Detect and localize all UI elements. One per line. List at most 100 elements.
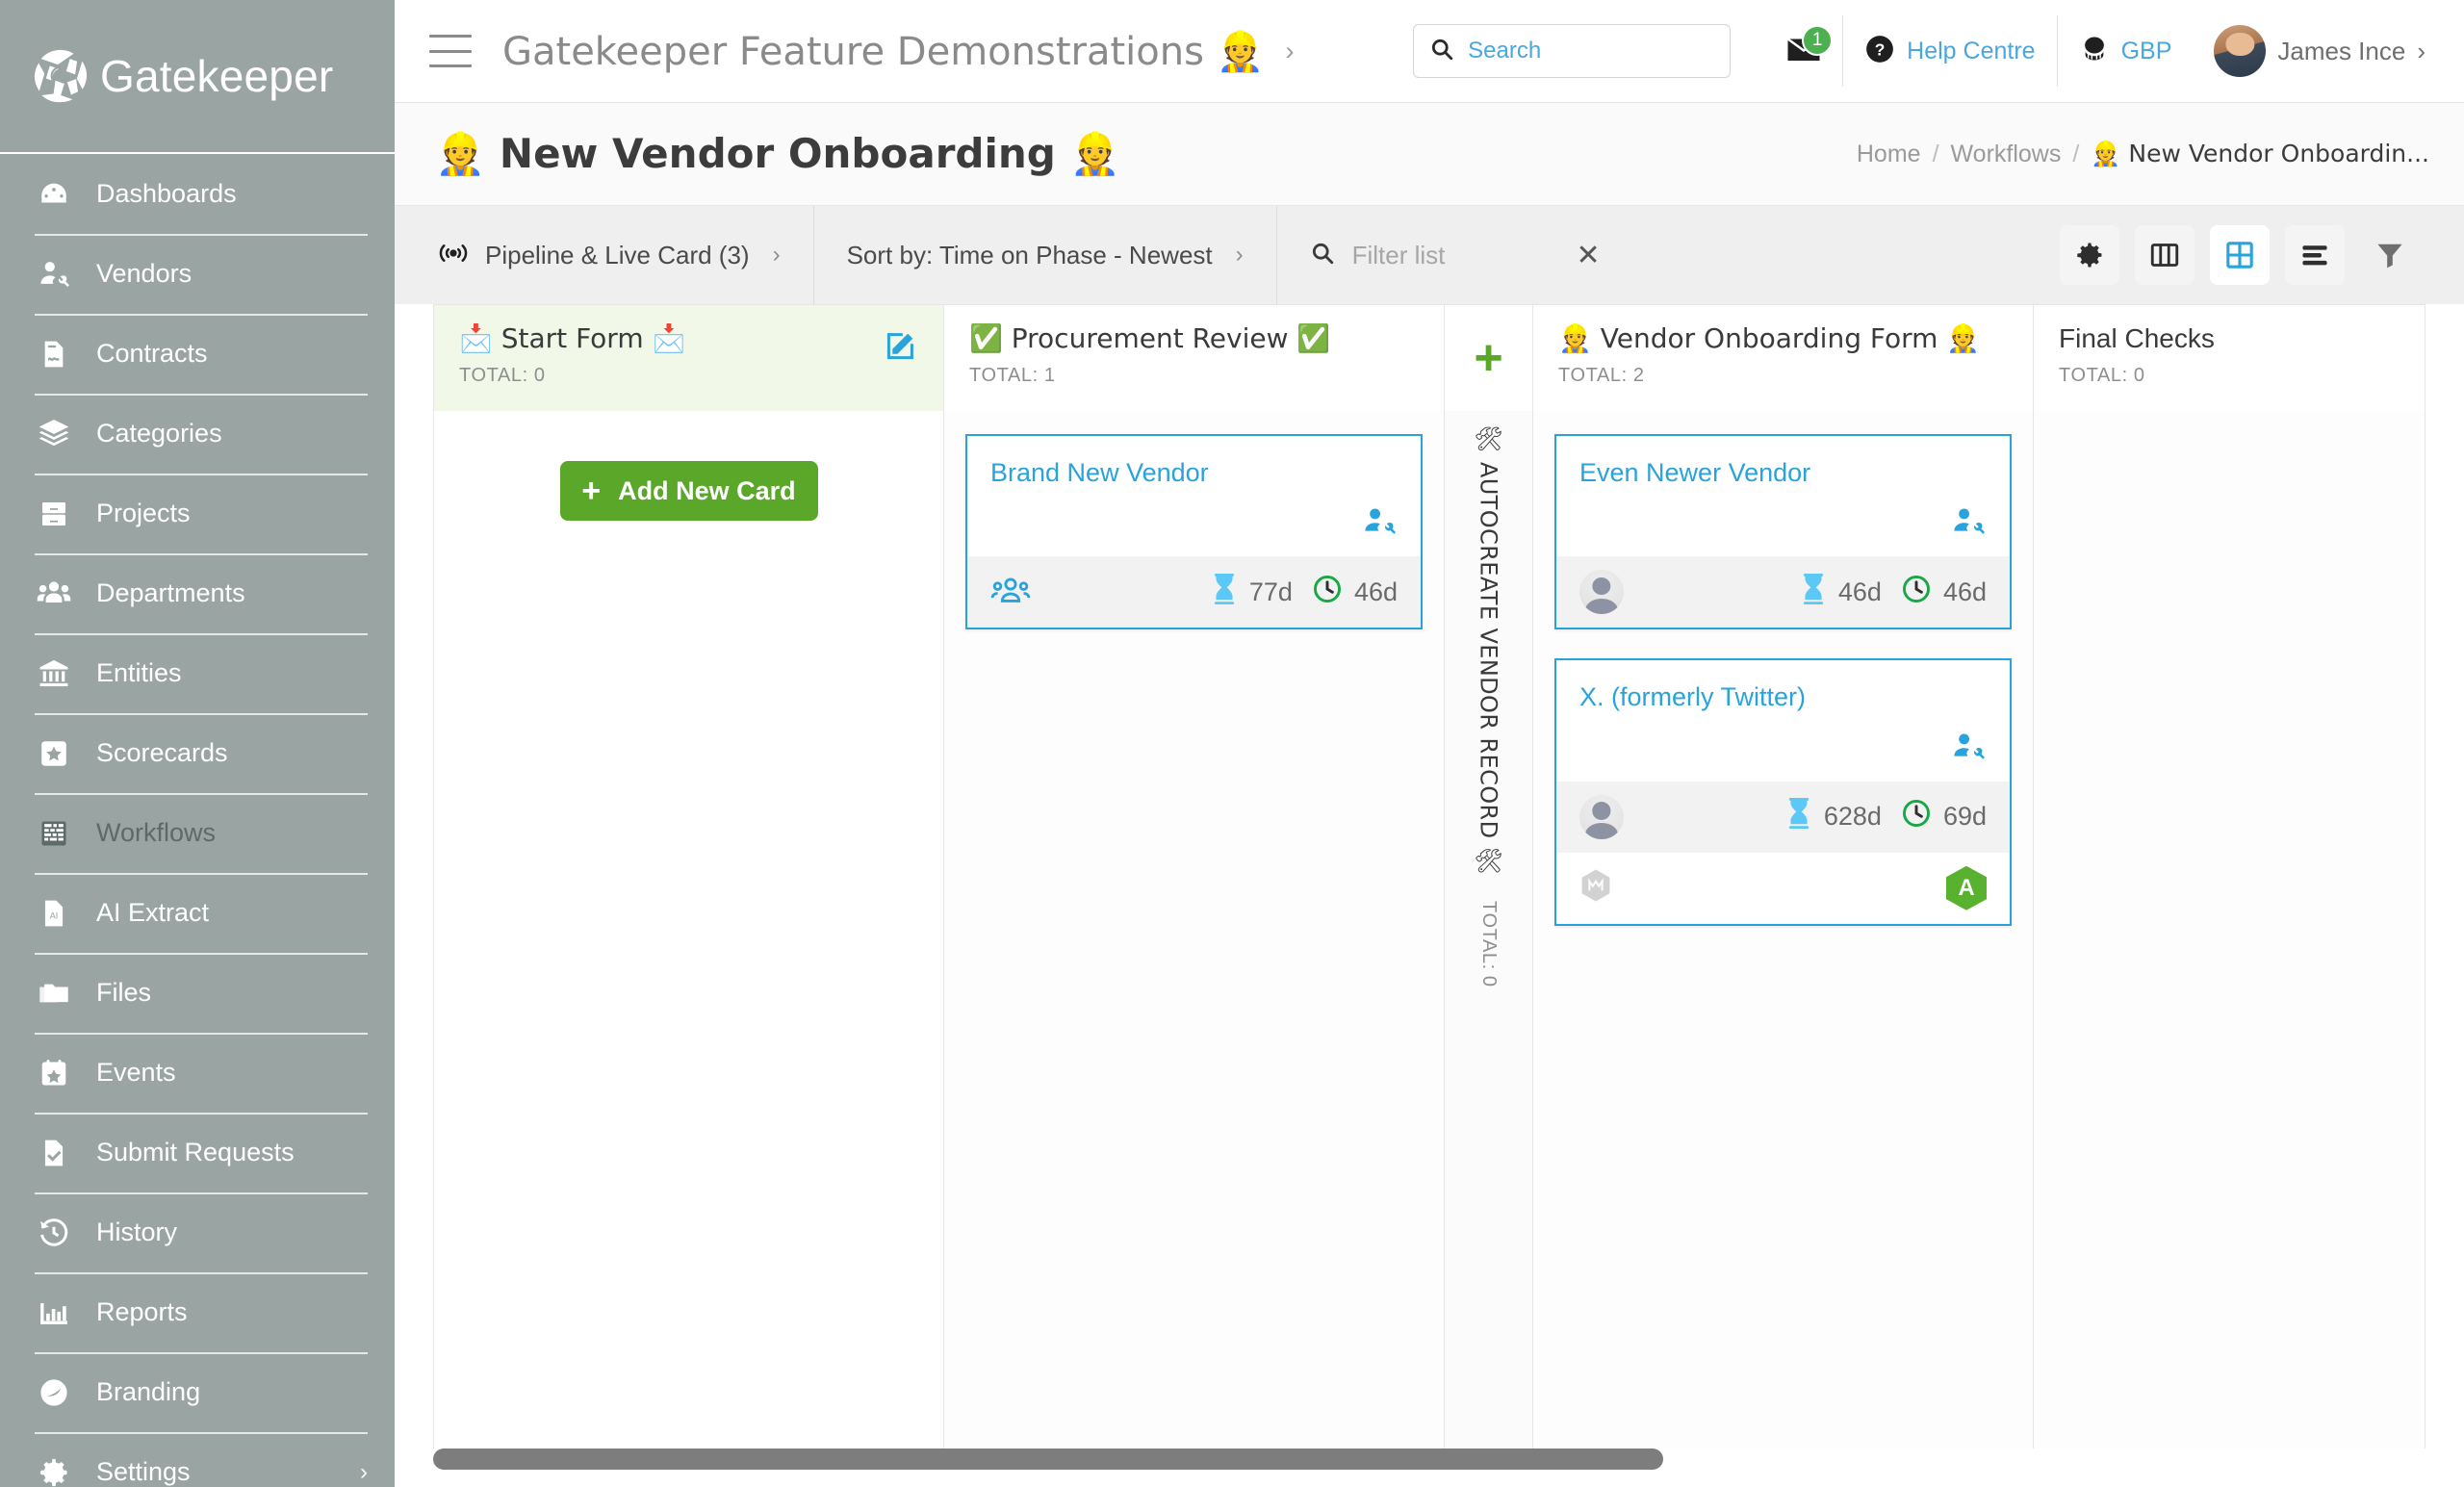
card-top: Even Newer Vendor	[1556, 436, 2010, 556]
kanban-card[interactable]: Brand New Vendor	[965, 434, 1423, 630]
sort-label: Sort by: Time on Phase - Newest	[846, 240, 1213, 269]
search-input[interactable]: Search	[1413, 24, 1732, 78]
scrollbar-thumb[interactable]	[433, 1449, 1663, 1470]
sidebar-item-label: Categories	[96, 419, 222, 448]
edit-pencil-icon[interactable]	[884, 322, 918, 411]
hamburger-menu-icon[interactable]	[429, 35, 472, 67]
sidebar-item-files[interactable]: Files	[0, 953, 395, 1033]
filter-funnel-button[interactable]	[2360, 225, 2420, 285]
plus-icon: +	[581, 473, 602, 509]
breadcrumb: Home / Workflows / 👷 New Vendor Onboardi…	[1857, 140, 2429, 168]
sidebar-item-workflows[interactable]: Workflows	[0, 793, 395, 873]
help-circle-icon: ?	[1864, 34, 1895, 69]
columns-view-button[interactable]	[2135, 225, 2194, 285]
top-bar-right: Search 1 ? Help Centre GBP	[1413, 0, 2464, 103]
metric-time-on-phase: 46d	[1312, 574, 1398, 611]
sidebar-item-events[interactable]: Events	[0, 1033, 395, 1113]
document-check-icon	[35, 1138, 73, 1168]
sidebar-item-ai-extract[interactable]: AI AI Extract	[0, 873, 395, 953]
card-top-icons	[1579, 488, 1987, 543]
list-view-button[interactable]	[2285, 225, 2345, 285]
user-menu-button[interactable]: James Ince ›	[2193, 15, 2464, 87]
hourglass-icon	[1211, 573, 1238, 611]
card-title[interactable]: Brand New Vendor	[990, 458, 1209, 487]
grid-view-button[interactable]	[2210, 225, 2270, 285]
sidebar-item-dashboards[interactable]: Dashboards	[0, 154, 395, 234]
vendor-user-tools-icon[interactable]	[1952, 731, 1987, 768]
chevron-right-icon[interactable]: ›	[1285, 36, 1295, 65]
sidebar-item-label: Vendors	[96, 259, 192, 288]
card-title[interactable]: Even Newer Vendor	[1579, 458, 1811, 487]
column-header: 📩 Start Form 📩 TOTAL: 0	[434, 305, 943, 411]
avatar-placeholder-icon	[1579, 570, 1624, 615]
card-top-icons	[990, 488, 1398, 543]
card-meta-row: 77d 46d	[967, 556, 1421, 628]
sidebar-item-history[interactable]: History	[0, 1192, 395, 1272]
add-new-card-button[interactable]: + Add New Card	[559, 461, 818, 521]
kanban-card[interactable]: X. (formerly Twitter)	[1554, 658, 2012, 926]
sidebar-item-label: Contracts	[96, 339, 208, 368]
close-icon[interactable]: ✕	[1576, 239, 1601, 271]
sidebar-item-label: Scorecards	[96, 738, 228, 767]
search-icon	[1310, 241, 1335, 270]
column-total: TOTAL: 0	[459, 364, 546, 386]
metric-time-total: 46d	[1800, 573, 1882, 611]
metric-value: 77d	[1248, 577, 1293, 606]
sidebar-item-label: Departments	[96, 578, 245, 607]
sidebar-item-submit-requests[interactable]: Submit Requests	[0, 1113, 395, 1192]
kanban-column-procurement-review: ✅ Procurement Review ✅ TOTAL: 1 Brand Ne…	[944, 305, 1445, 1450]
sidebar-item-label: Projects	[96, 499, 191, 527]
metric-value: 46d	[1942, 577, 1987, 606]
breadcrumb-home[interactable]: Home	[1856, 140, 1921, 167]
coins-icon	[2079, 35, 2110, 68]
column-title: 🛠 AUTOCREATE VENDOR RECORD 🛠	[1475, 424, 1502, 877]
pipeline-live-card-selector[interactable]: Pipeline & Live Card (3) ›	[395, 206, 814, 304]
kanban-card[interactable]: Even Newer Vendor	[1554, 434, 2012, 630]
kanban-board: 📩 Start Form 📩 TOTAL: 0 + Add New Card	[433, 304, 2426, 1450]
currency-button[interactable]: GBP	[2056, 15, 2194, 87]
vendor-user-tools-icon[interactable]	[1952, 505, 1987, 543]
settings-gear-button[interactable]	[2060, 225, 2119, 285]
add-new-card-label: Add New Card	[618, 475, 796, 505]
column-body: 🛠 AUTOCREATE VENDOR RECORD 🛠 TOTAL: 0	[1445, 411, 1532, 1450]
sidebar-item-categories[interactable]: Categories	[0, 394, 395, 474]
sidebar-item-departments[interactable]: Departments	[0, 553, 395, 633]
people-group-icon	[35, 577, 73, 611]
kanban-column-autocreate-vendor-record: + 🛠 AUTOCREATE VENDOR RECORD 🛠 TOTAL: 0	[1445, 305, 1533, 1450]
help-centre-button[interactable]: ? Help Centre	[1842, 15, 2056, 87]
sidebar-nav: Dashboards Vendors Contracts Categories	[0, 154, 395, 1487]
filter-list-input[interactable]: Filter list ✕	[1277, 206, 1633, 304]
breadcrumb-separator: /	[1932, 140, 1939, 167]
column-body: + Add New Card	[434, 411, 943, 1450]
mail-button[interactable]: 1	[1765, 15, 1842, 87]
help-centre-label: Help Centre	[1907, 37, 2036, 64]
file-cabinet-icon	[35, 499, 73, 529]
card-title[interactable]: X. (formerly Twitter)	[1579, 682, 1807, 712]
sidebar-item-settings[interactable]: Settings ›	[0, 1432, 395, 1487]
cube-logo-icon	[1579, 868, 1612, 908]
sidebar-item-scorecards[interactable]: Scorecards	[0, 713, 395, 793]
hourglass-icon	[1800, 573, 1827, 611]
breadcrumb-current: 👷 New Vendor Onboardin...	[2091, 140, 2429, 167]
main-area: Gatekeeper Feature Demonstrations 👷 › Se…	[395, 0, 2464, 1487]
sidebar-item-branding[interactable]: Branding	[0, 1352, 395, 1432]
add-phase-button[interactable]: +	[1445, 305, 1532, 411]
sidebar-item-label: History	[96, 1218, 178, 1246]
horizontal-scrollbar[interactable]	[433, 1449, 2426, 1470]
brand-name: Gatekeeper	[100, 51, 334, 101]
metric-value: 46d	[1837, 577, 1882, 606]
sidebar-item-vendors[interactable]: Vendors	[0, 234, 395, 314]
vendor-user-tools-icon[interactable]	[1363, 505, 1398, 543]
kanban-column-vendor-onboarding-form: 👷 Vendor Onboarding Form 👷 TOTAL: 2 Even…	[1533, 305, 2034, 1450]
vendor-user-tools-icon	[35, 258, 73, 291]
brand-logo[interactable]: Gatekeeper	[0, 0, 395, 154]
sidebar-item-contracts[interactable]: Contracts	[0, 314, 395, 394]
sort-selector[interactable]: Sort by: Time on Phase - Newest ›	[814, 206, 1277, 304]
gatekeeper-aperture-logo-icon	[31, 46, 90, 106]
sidebar-item-entities[interactable]: Entities	[0, 633, 395, 713]
sidebar-item-reports[interactable]: Reports	[0, 1272, 395, 1352]
card-metrics: 77d 46d	[1211, 573, 1398, 611]
breadcrumb-workflows[interactable]: Workflows	[1950, 140, 2062, 167]
clock-icon	[1901, 574, 1932, 611]
sidebar-item-projects[interactable]: Projects	[0, 474, 395, 553]
